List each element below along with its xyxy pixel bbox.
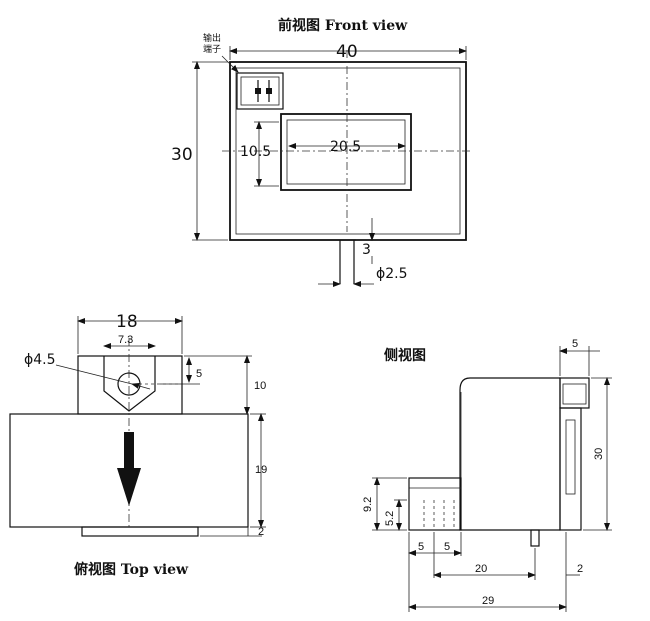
top-view-title: 俯视图 Top view <box>74 561 189 578</box>
output-terminal-label-2: 端子 <box>203 43 221 55</box>
side-base-step <box>408 477 462 531</box>
side-terminal-block <box>559 377 590 409</box>
front-window-outer <box>280 113 412 191</box>
dim-pin-diameter-label: ϕ2.5 <box>376 266 408 282</box>
output-terminal-leader <box>221 55 239 73</box>
side-right-part <box>559 407 582 531</box>
dim-pin-length-label: 3 <box>362 242 371 258</box>
front-window-inner <box>286 119 406 185</box>
dim-hole-offset-label: 5 <box>196 368 202 380</box>
side-view: 侧视图 5 30 9.2 <box>362 338 612 612</box>
dim-slot-width-label: 7.3 <box>118 334 133 346</box>
dim-side-20-label: 20 <box>475 563 487 575</box>
dim-hole-diameter-label: ϕ4.5 <box>24 352 56 368</box>
dim-side-step1-label: 5 <box>418 541 424 553</box>
dim-terminal-width-label: 5 <box>572 338 578 350</box>
dim-side-depth-label: 29 <box>482 595 494 607</box>
front-view: 前视图 Front view 输出 端子 40 <box>171 17 470 287</box>
dim-window-width-label: 20.5 <box>330 139 361 155</box>
dim-window-height-label: 10.5 <box>240 144 271 160</box>
side-body-outline <box>459 377 561 531</box>
front-body-inner-outline <box>235 67 461 235</box>
dim-side-5-2-label: 5.2 <box>384 511 396 526</box>
dim-side-height-label: 30 <box>593 448 605 460</box>
output-terminal <box>236 72 284 110</box>
dim-front-width-label: 40 <box>336 42 358 62</box>
dim-base-height-label: 2 <box>258 526 264 538</box>
dim-front-height-label: 30 <box>171 145 193 165</box>
top-slot <box>103 356 156 412</box>
dim-top-width-label: 18 <box>116 312 138 332</box>
dim-side-pin-label: 2 <box>577 563 583 575</box>
top-base-strip <box>81 526 199 537</box>
front-view-title: 前视图 Front view <box>278 17 408 34</box>
direction-arrow-icon <box>117 432 141 506</box>
dim-side-step2-label: 5 <box>444 541 450 553</box>
dim-tab-height-label: 10 <box>254 380 266 392</box>
top-view: 18 7.3 ϕ4.5 5 10 19 2 俯视图 Top view <box>9 312 267 578</box>
dim-side-9-2-label: 9.2 <box>362 497 374 512</box>
side-pin <box>530 529 540 547</box>
top-tab-outline <box>77 355 183 415</box>
front-pin <box>339 240 355 284</box>
side-view-title: 侧视图 <box>384 347 426 364</box>
dim-hole-diameter-leader <box>131 382 151 390</box>
output-terminal-label-1: 输出 <box>203 32 221 44</box>
dim-body-height-label: 19 <box>255 464 267 476</box>
